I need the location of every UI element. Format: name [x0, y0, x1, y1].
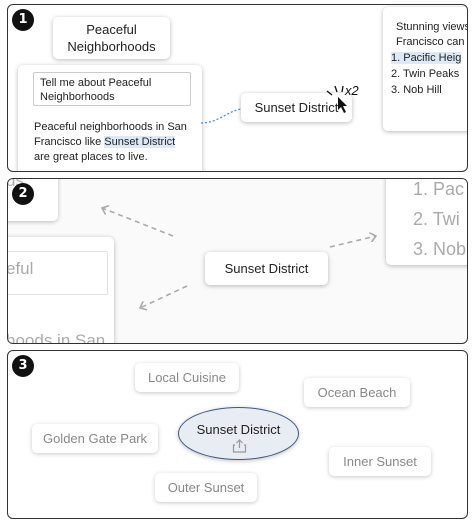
list-item: 3. Nob Hill — [391, 84, 442, 96]
cursor-click-icon — [326, 85, 347, 113]
list-item: 1. Pacific Heig — [391, 52, 462, 64]
highlighted-term[interactable]: Sunset District — [104, 136, 176, 148]
list-item: 1. Pac — [413, 179, 465, 199]
list-item: 2. Twin Peaks — [391, 68, 460, 80]
response-card: Tell me about Peaceful Neighborhoods Pea… — [18, 65, 202, 171]
arrow-down-left — [140, 285, 188, 308]
faded-prompt-box — [8, 251, 108, 295]
sunset-district-chip[interactable]: Sunset District — [205, 252, 328, 285]
response-after: are great places to live. — [34, 151, 148, 163]
arrow-up-left — [102, 208, 174, 237]
response-text: Peaceful neighborhoods in San Francisco … — [34, 120, 194, 165]
arrow-right — [329, 236, 376, 248]
node-inner-sunset[interactable]: Inner Sunset — [329, 447, 431, 476]
step-badge: 1 — [12, 9, 34, 31]
step-badge: 3 — [12, 355, 34, 377]
faded-response-card: eful hoods in San — [7, 237, 114, 344]
step-badge: 2 — [12, 183, 34, 205]
faded-list-card: 1. Pac 2. Twi 3. Nob — [386, 179, 467, 265]
step-2-panel: ds eful hoods in San 1. Pac 2. Twi 3. No… — [7, 178, 468, 344]
node-golden-gate-park[interactable]: Golden Gate Park — [32, 424, 158, 453]
faded-text: hoods in San — [7, 331, 106, 344]
faded-text: eful — [7, 259, 34, 278]
node-local-cuisine[interactable]: Local Cuisine — [135, 363, 239, 392]
center-node-sunset-district[interactable]: Sunset District — [178, 407, 299, 460]
share-icon[interactable] — [232, 439, 247, 453]
card-text-line: Francisco can — [396, 36, 465, 48]
node-ocean-beach[interactable]: Ocean Beach — [304, 378, 410, 407]
neighborhood-list: 1. Pacific Heig 2. Twin Peaks 3. Nob Hil… — [391, 50, 462, 98]
step-1-panel: 1 Peaceful Neighborhoods Tell me about P… — [7, 4, 468, 172]
node-outer-sunset[interactable]: Outer Sunset — [155, 473, 257, 502]
response-before: Peaceful neighborhoods in San Francisco … — [34, 121, 187, 148]
card-text-line: Stunning views — [396, 21, 468, 33]
center-node-label: Sunset District — [196, 422, 281, 437]
list-item: 2. Twi — [413, 209, 460, 229]
prompt-box: Tell me about Peaceful Neighborhoods — [33, 72, 191, 106]
step-3-panel: 3 Local Cuisine Ocean Beach Golden Gate … — [7, 350, 468, 519]
related-info-card: Stunning views Francisco can 1. Pacific … — [383, 7, 468, 131]
list-item: 3. Nob — [413, 239, 467, 259]
peaceful-neighborhoods-chip[interactable]: Peaceful Neighborhoods — [53, 17, 170, 59]
double-click-label: x2 — [345, 83, 359, 98]
sunset-district-chip[interactable]: Sunset District — [241, 93, 352, 122]
